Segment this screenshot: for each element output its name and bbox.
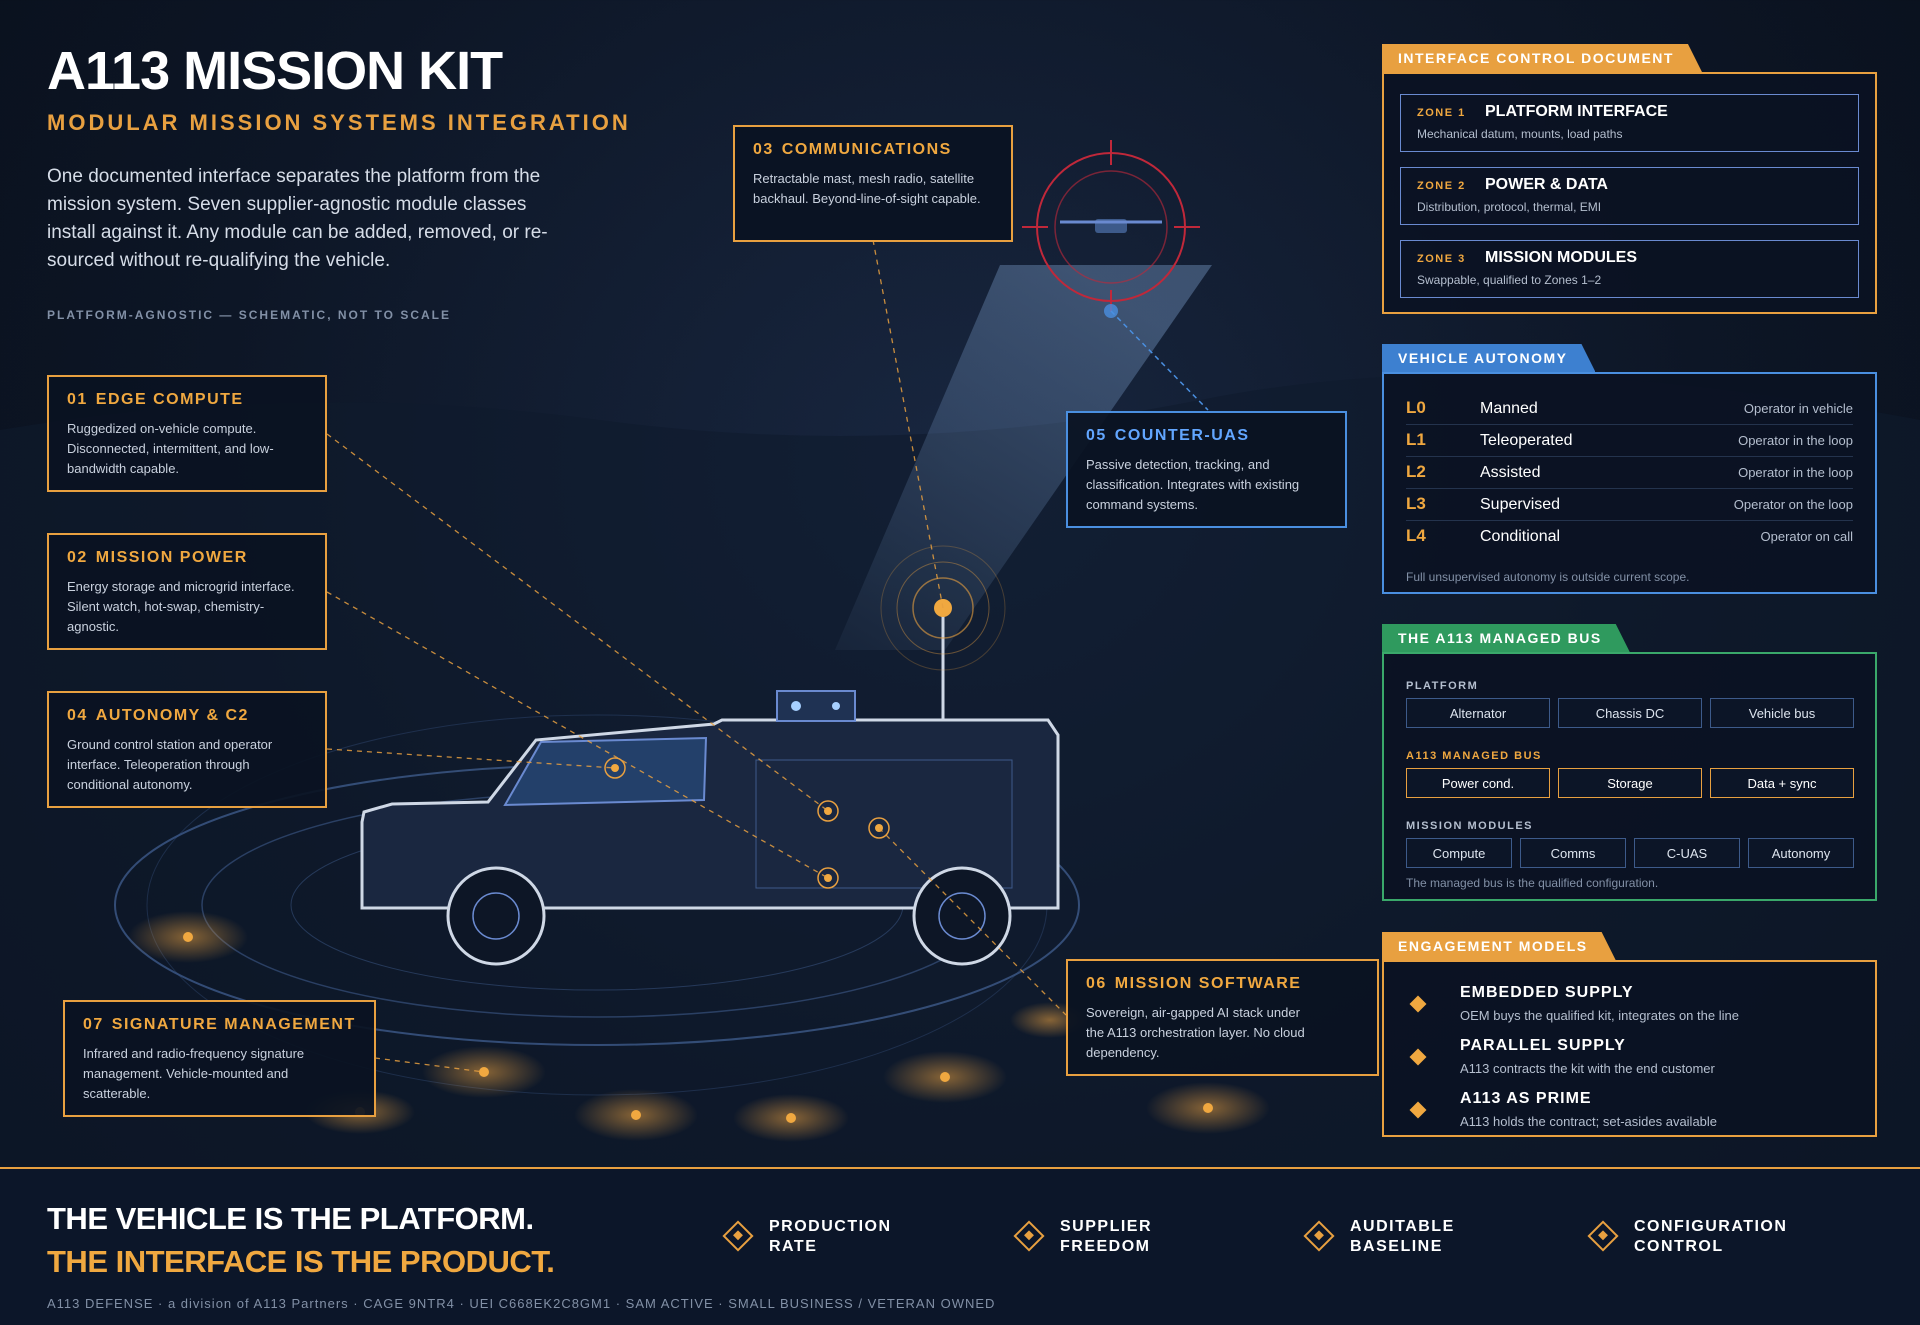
footer-headline-1: THE VEHICLE IS THE PLATFORM. (47, 1201, 534, 1236)
autonomy-tab: VEHICLE AUTONOMY (1382, 344, 1595, 372)
bus-module-item: Compute (1406, 838, 1512, 868)
bus-module-item: Comms (1520, 838, 1626, 868)
bus-managed-item: Storage (1558, 768, 1702, 798)
bus-platform-item: Alternator (1406, 698, 1550, 728)
schematic-note: PLATFORM-AGNOSTIC — SCHEMATIC, NOT TO SC… (47, 308, 451, 322)
bus-panel: PLATFORM Alternator Chassis DC Vehicle b… (1382, 652, 1877, 901)
bus-managed-item: Power cond. (1406, 768, 1550, 798)
diamond-icon (1013, 1220, 1045, 1252)
diamond-icon (1409, 1101, 1427, 1119)
intro-paragraph: One documented interface separates the p… (47, 166, 548, 271)
bus-managed-item: Data + sync (1710, 768, 1854, 798)
bus-platform-item: Chassis DC (1558, 698, 1702, 728)
engagement-tab: ENGAGEMENT MODELS (1382, 932, 1616, 960)
diamond-icon (722, 1220, 754, 1252)
footer: THE VEHICLE IS THE PLATFORM. THE INTERFA… (0, 1167, 1920, 1325)
bus-tab: THE A113 MANAGED BUS (1382, 624, 1630, 652)
bus-module-item: C-UAS (1634, 838, 1740, 868)
bus-note: The managed bus is the qualified configu… (1406, 876, 1659, 890)
diamond-icon (1587, 1220, 1619, 1252)
bus-platform-item: Vehicle bus (1710, 698, 1854, 728)
footer-headline-2: THE INTERFACE IS THE PRODUCT. (47, 1244, 555, 1279)
icd-tab: INTERFACE CONTROL DOCUMENT (1382, 44, 1702, 72)
page-title: A113 MISSION KIT (47, 41, 503, 101)
footer-legal: A113 DEFENSE · a division of A113 Partne… (47, 1296, 996, 1311)
autonomy-note: Full unsupervised autonomy is outside cu… (1406, 570, 1690, 584)
diamond-icon (1409, 995, 1427, 1013)
diamond-icon (1409, 1048, 1427, 1066)
bus-module-item: Autonomy (1748, 838, 1854, 868)
diamond-icon (1303, 1220, 1335, 1252)
page-subtitle: MODULAR MISSION SYSTEMS INTEGRATION (47, 110, 631, 135)
